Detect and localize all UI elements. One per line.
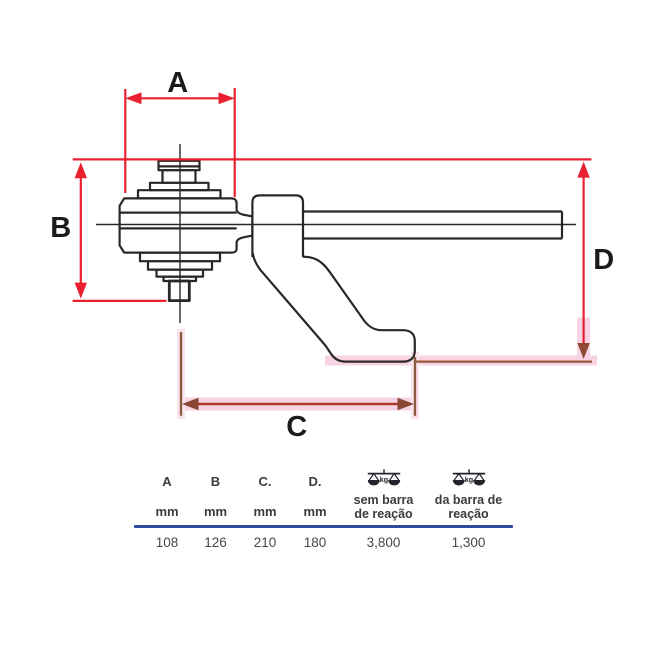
spec-header-c: C. bbox=[258, 474, 272, 489]
spec-unit-a: mm bbox=[155, 504, 179, 519]
upper-flange-large bbox=[136, 189, 222, 200]
spec-unit-d: mm bbox=[303, 504, 327, 519]
kg-label: kg bbox=[379, 475, 387, 484]
spec-header-b: B bbox=[210, 474, 221, 489]
dimension-a bbox=[124, 88, 236, 197]
dimension-label-c: C bbox=[286, 411, 308, 443]
spec-unit-c: mm bbox=[253, 504, 277, 519]
spec-unit-of-bar-line1: da barra de bbox=[434, 493, 503, 507]
dimension-label-b: B bbox=[50, 212, 72, 244]
spec-value-weight-of-bar: 1,300 bbox=[451, 534, 486, 550]
spec-unit-of-bar-line2: reação bbox=[448, 506, 489, 521]
weight-scale-icon: kg bbox=[452, 469, 485, 486]
spec-value-b: 126 bbox=[204, 534, 227, 550]
upper-flange-small bbox=[148, 181, 210, 192]
clamp-block bbox=[251, 194, 305, 257]
dimension-label-d: D bbox=[593, 244, 615, 276]
dimension-b bbox=[72, 158, 592, 302]
dimension-c bbox=[179, 332, 417, 416]
tool-outline bbox=[96, 144, 576, 363]
spec-header-a: A bbox=[162, 474, 172, 489]
reaction-arm bbox=[251, 252, 416, 363]
kg-label: kg bbox=[464, 475, 472, 484]
dimension-label-a: A bbox=[167, 67, 189, 99]
spec-value-c: 210 bbox=[253, 534, 277, 550]
weight-scale-icon: kg bbox=[367, 469, 400, 486]
spec-unit-b: mm bbox=[203, 504, 228, 519]
dimension-d bbox=[415, 161, 592, 363]
input-drive-neck bbox=[161, 169, 197, 184]
pink-glow-highlights bbox=[177, 317, 597, 419]
spec-header-d: D. bbox=[308, 474, 322, 489]
output-square-drive bbox=[167, 279, 191, 303]
spec-value-d: 180 bbox=[303, 534, 327, 550]
gear-body bbox=[118, 197, 254, 254]
spec-value-a: 108 bbox=[155, 534, 179, 550]
reaction-bar bbox=[303, 210, 564, 240]
spec-value-weight-without-bar: 3,800 bbox=[366, 534, 401, 550]
table-divider-line bbox=[134, 525, 513, 528]
spec-unit-without-bar-line1: sem barra bbox=[353, 493, 414, 507]
spec-unit-without-bar-line2: de reação bbox=[354, 506, 413, 521]
